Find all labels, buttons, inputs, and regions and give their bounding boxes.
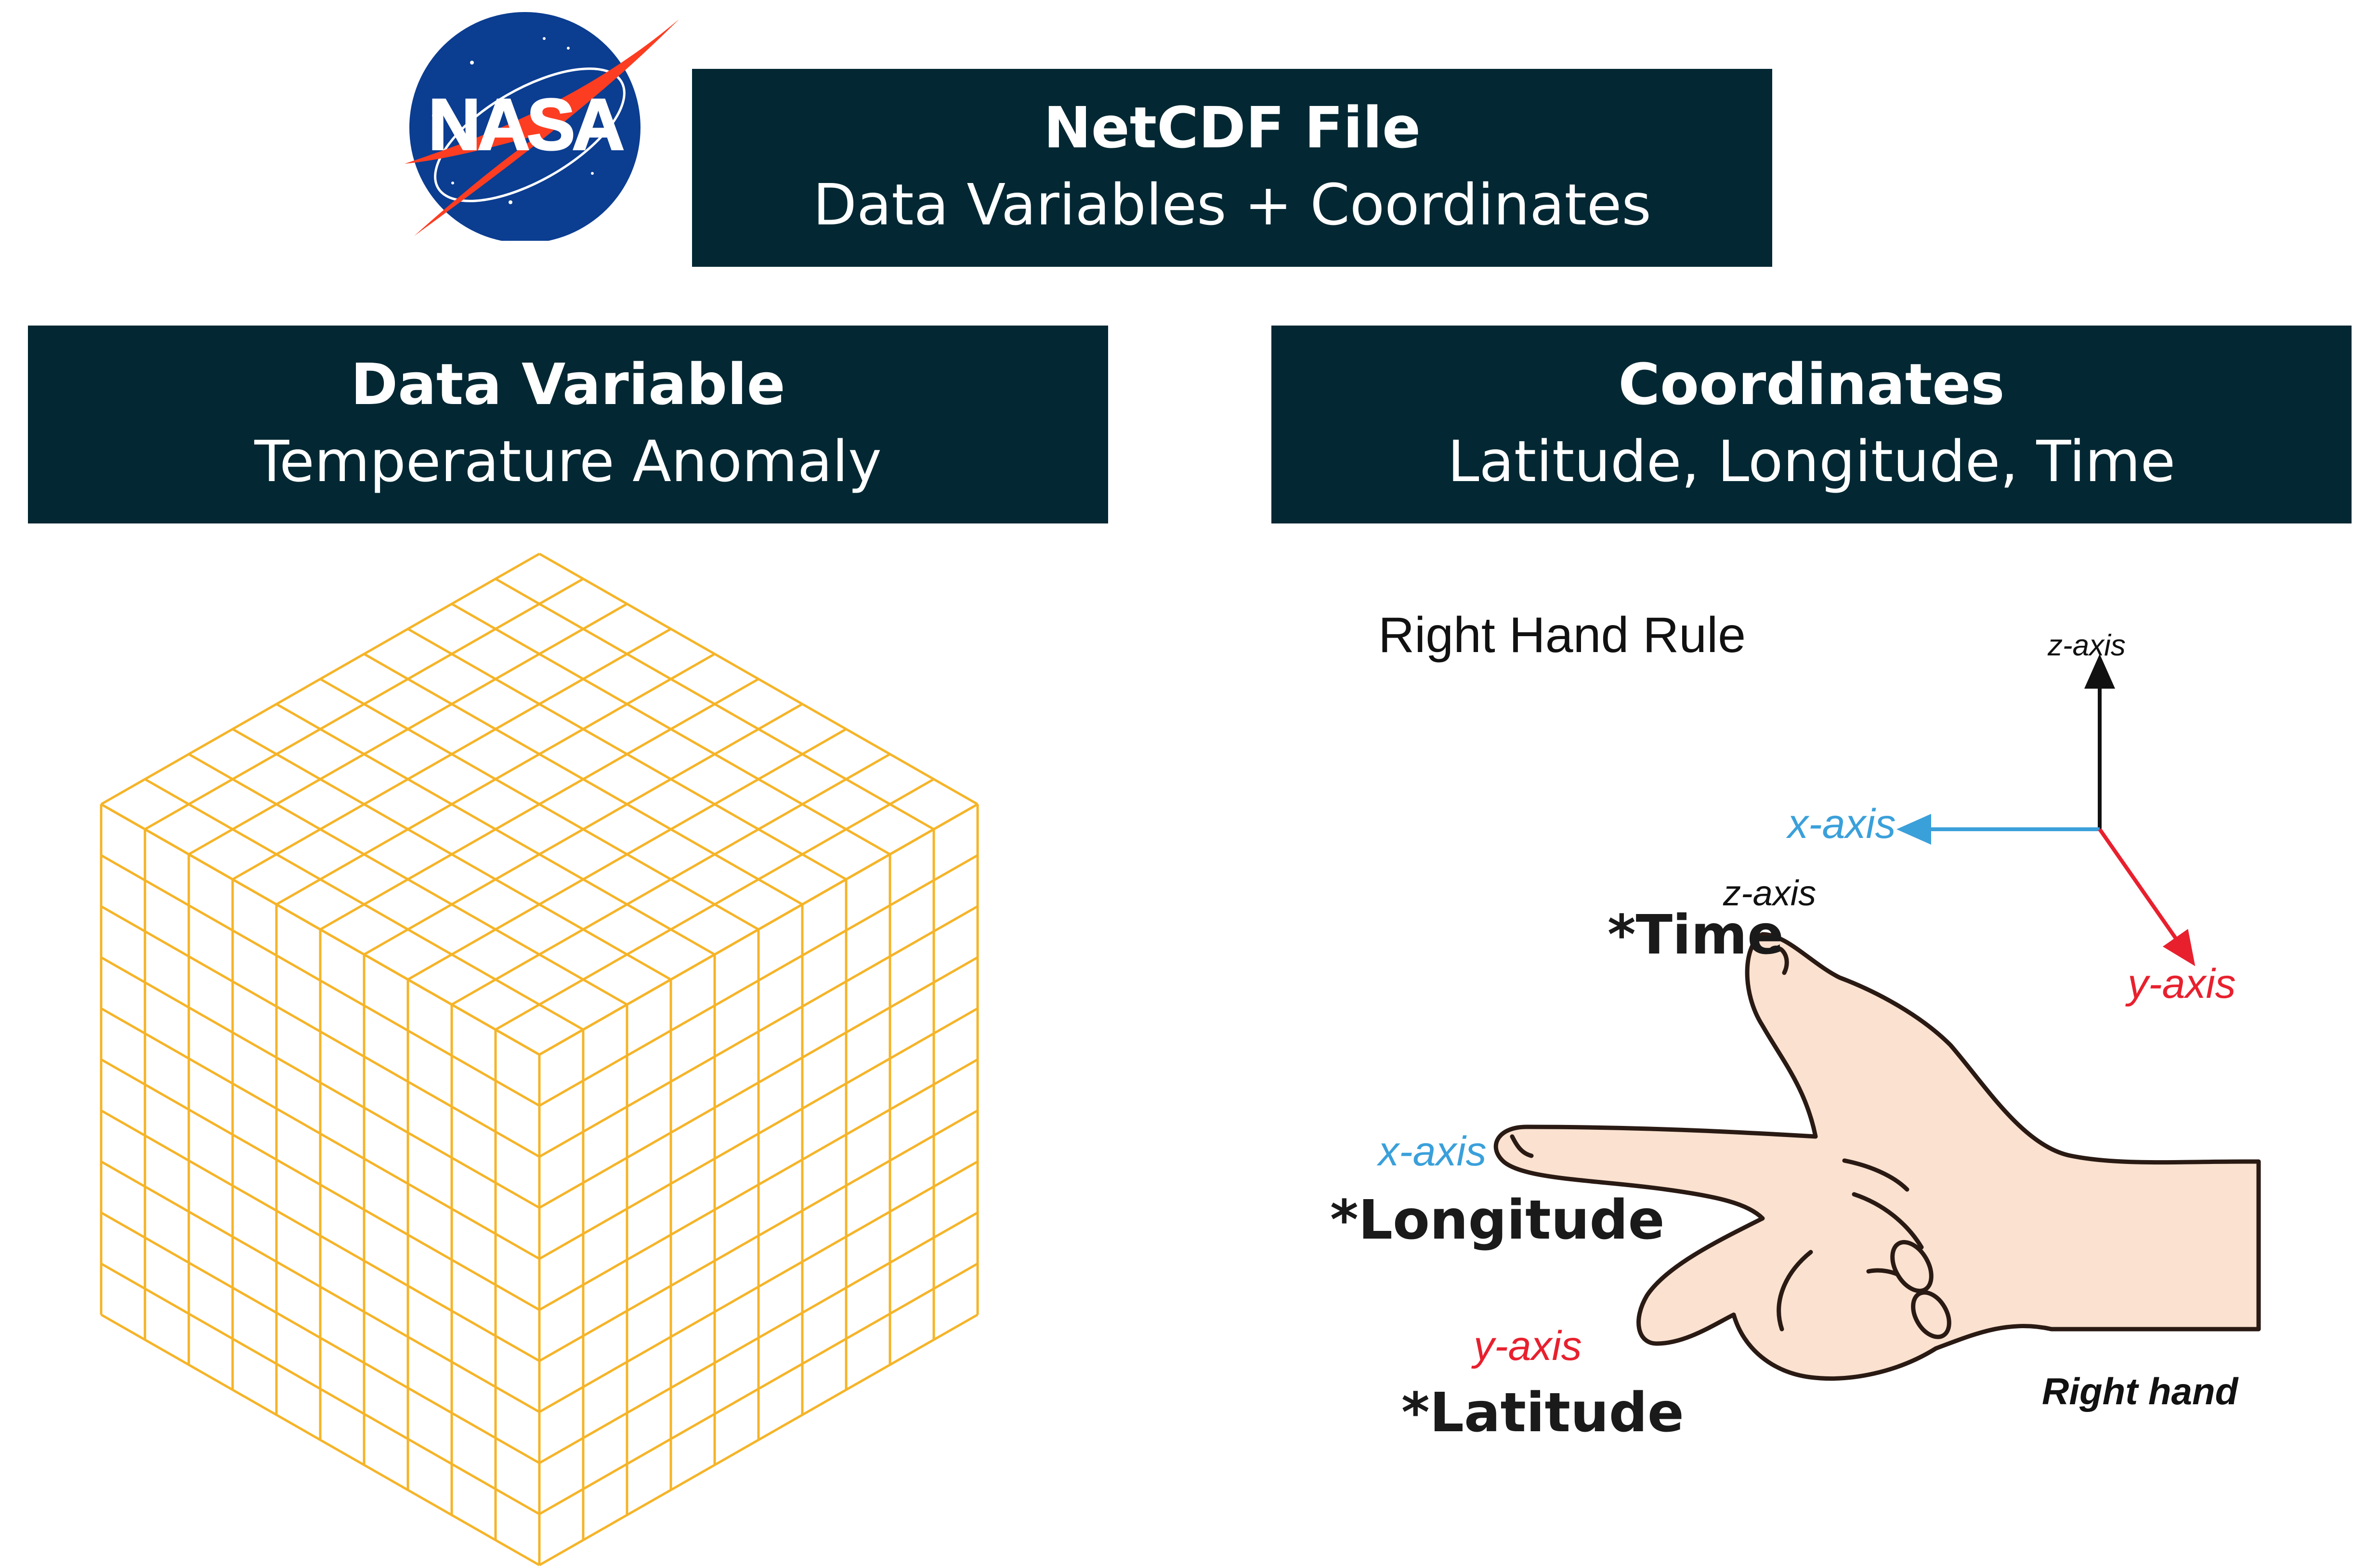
right-hand-rule-title: Right Hand Rule	[1378, 607, 1746, 663]
hand-x-axis-label: x-axis	[1378, 1128, 1487, 1175]
right-hand-drawing	[1493, 932, 2261, 1381]
legend-x-axis-label: x-axis	[1788, 801, 1896, 847]
data-variable-subtitle: Temperature Anomaly	[254, 428, 882, 495]
coordinates-subtitle: Latitude, Longitude, Time	[1447, 428, 2176, 495]
right-hand-caption: Right hand	[2042, 1370, 2238, 1412]
nasa-logo-text: NASA	[428, 84, 623, 165]
time-label: *Time	[1608, 904, 1784, 967]
axes-triad-icon	[1896, 654, 2196, 967]
legend-z-axis-label: z-axis	[2048, 629, 2126, 662]
coordinates-box: Coordinates Latitude, Longitude, Time	[1271, 326, 2352, 523]
latitude-label: *Latitude	[1401, 1382, 1684, 1444]
right-hand-icon	[1493, 654, 2261, 1381]
grid-cube-icon	[100, 552, 979, 1567]
hand-z-axis-label: z-axis	[1723, 873, 1817, 913]
data-variable-title: Data Variable	[351, 351, 785, 418]
data-variable-box: Data Variable Temperature Anomaly	[28, 326, 1108, 523]
longitude-label: *Longitude	[1330, 1189, 1665, 1252]
hand-y-axis-label: y-axis	[1474, 1323, 1582, 1369]
coordinates-title: Coordinates	[1618, 351, 2005, 418]
netcdf-file-box: NetCDF File Data Variables + Coordinates	[692, 69, 1772, 267]
netcdf-file-title: NetCDF File	[1044, 94, 1421, 161]
legend-y-axis-label: y-axis	[2128, 961, 2236, 1007]
nasa-logo-icon: NASA	[405, 12, 679, 241]
netcdf-file-subtitle: Data Variables + Coordinates	[813, 171, 1651, 238]
